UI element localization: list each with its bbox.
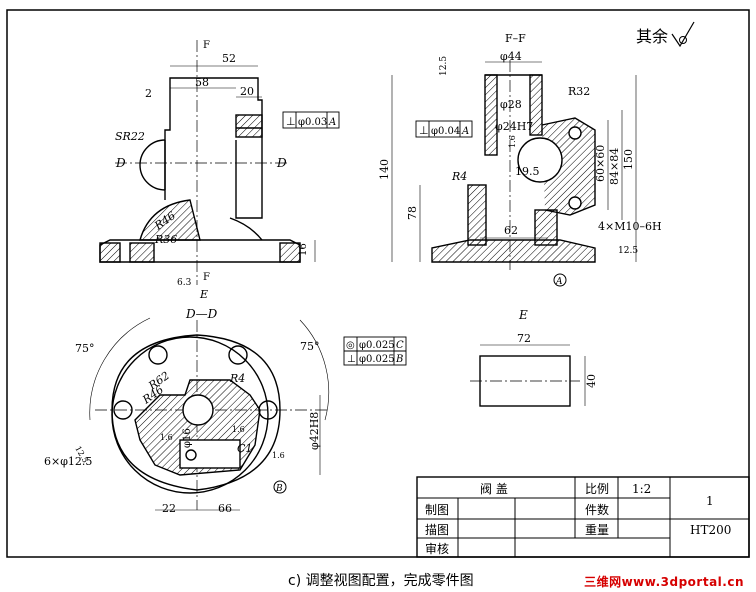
svg-text:84×84: 84×84 [608, 148, 621, 185]
svg-text:1.6: 1.6 [508, 135, 517, 148]
svg-text:其余: 其余 [636, 27, 668, 46]
svg-text:D: D [115, 156, 126, 170]
svg-text:阀 盖: 阀 盖 [480, 482, 508, 496]
svg-text:22: 22 [162, 502, 176, 515]
roughness-note: 其余 [636, 21, 695, 48]
bottom-view [89, 317, 330, 511]
svg-text:φ0.03: φ0.03 [298, 117, 327, 128]
svg-text:A: A [555, 277, 563, 287]
svg-text:⊥: ⊥ [347, 354, 356, 365]
svg-text:φ28: φ28 [500, 98, 522, 111]
svg-text:HT200: HT200 [690, 523, 731, 537]
title-block-text: 阀 盖 比例 1:2 1 制图 件数 描图 重量 HT200 审核 [425, 482, 731, 556]
sheet-border [6, 9, 750, 558]
svg-text:40: 40 [585, 374, 598, 388]
svg-text:75°: 75° [300, 340, 320, 353]
svg-text:φ44: φ44 [500, 50, 522, 63]
svg-text:B: B [395, 354, 403, 365]
svg-text:6.3: 6.3 [177, 278, 192, 288]
svg-text:1.6: 1.6 [272, 451, 285, 460]
svg-text:16: 16 [298, 243, 309, 256]
svg-text:12.5: 12.5 [618, 246, 638, 256]
svg-text:1.6: 1.6 [160, 433, 173, 442]
svg-text:件数: 件数 [585, 502, 609, 517]
svg-text:1: 1 [706, 494, 714, 508]
section-view-text: F–F φ44 φ28 φ24H7 19.5 62 140 78 60×60 8… [378, 32, 662, 287]
svg-text:SR22: SR22 [115, 130, 145, 143]
watermark: 三维网www.3dportal.cn [584, 575, 744, 589]
svg-text:F: F [203, 40, 210, 51]
svg-text:R36: R36 [154, 233, 177, 246]
bottom-view-text: D—D 75° 75° R62 R46 R4 φ16 1.6 22 66 C1 … [44, 307, 407, 515]
title-block [416, 476, 750, 558]
svg-text:比例: 比例 [585, 482, 609, 496]
svg-text:R32: R32 [568, 85, 590, 98]
svg-text:φ0.04: φ0.04 [431, 126, 460, 137]
svg-text:60×60: 60×60 [594, 145, 607, 182]
svg-text:1.6: 1.6 [232, 425, 245, 434]
svg-text:58: 58 [195, 76, 209, 89]
svg-text:52: 52 [222, 52, 236, 65]
svg-text:◎: ◎ [346, 340, 355, 351]
svg-text:A: A [461, 126, 469, 137]
svg-text:B: B [275, 484, 283, 494]
svg-text:⊥: ⊥ [419, 124, 429, 137]
svg-text:A: A [328, 117, 336, 128]
svg-text:审核: 审核 [425, 541, 449, 556]
svg-text:D: D [276, 156, 287, 170]
svg-text:72: 72 [517, 332, 531, 345]
svg-text:⊥: ⊥ [286, 115, 296, 128]
svg-text:20: 20 [240, 85, 254, 98]
svg-text:φ16: φ16 [182, 428, 193, 448]
svg-text:12.5: 12.5 [439, 56, 449, 76]
svg-text:F: F [203, 272, 210, 283]
svg-text:150: 150 [622, 149, 635, 170]
svg-text:D—D: D—D [185, 307, 218, 321]
svg-text:66: 66 [218, 502, 232, 515]
svg-text:4×M10–6H: 4×M10–6H [598, 220, 662, 233]
svg-text:描图: 描图 [425, 523, 449, 537]
svg-text:重量: 重量 [585, 523, 609, 537]
front-view [99, 40, 316, 285]
section-view [391, 60, 637, 270]
figure-caption: c) 调整视图配置，完成零件图 [288, 573, 474, 589]
svg-text:1:2: 1:2 [632, 482, 651, 496]
svg-text:19.5: 19.5 [515, 165, 540, 178]
svg-text:C1: C1 [237, 442, 252, 455]
svg-text:F–F: F–F [505, 32, 526, 45]
svg-text:6×φ12.5: 6×φ12.5 [44, 455, 92, 468]
svg-text:φ42H8: φ42H8 [308, 412, 321, 450]
svg-text:E: E [199, 288, 208, 301]
e-view: E 72 40 [470, 308, 598, 407]
svg-text:E: E [518, 308, 528, 322]
svg-text:R4: R4 [229, 372, 245, 385]
svg-text:C: C [396, 340, 404, 351]
svg-text:75°: 75° [75, 342, 95, 355]
svg-text:78: 78 [406, 206, 419, 220]
svg-text:φ0.025: φ0.025 [359, 340, 395, 351]
roughness-symbol-icon [671, 21, 695, 48]
svg-text:2: 2 [145, 87, 152, 100]
svg-text:140: 140 [378, 159, 391, 180]
svg-text:φ0.025: φ0.025 [359, 354, 395, 365]
svg-text:φ24H7: φ24H7 [495, 120, 533, 133]
svg-text:R4: R4 [451, 170, 467, 183]
svg-text:制图: 制图 [425, 503, 449, 517]
svg-text:62: 62 [504, 224, 518, 237]
